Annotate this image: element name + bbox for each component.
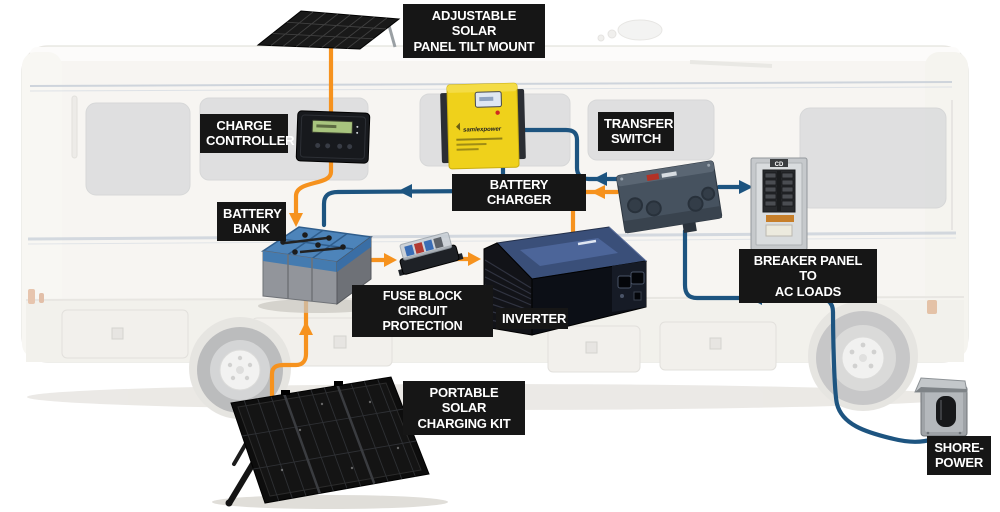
label-breaker-panel-to-ac-loads: BREAKER PANEL TO AC LOADS bbox=[739, 249, 877, 303]
arrow-into-fuseblock-icon bbox=[384, 253, 397, 267]
label-portable-solar-charging-kit: PORTABLE SOLAR CHARGING KIT bbox=[403, 381, 525, 435]
breaker-marking-text: CD bbox=[775, 162, 784, 168]
arrow-up-into-battery-icon bbox=[299, 321, 313, 335]
wire-controller-to-battery bbox=[293, 158, 334, 225]
label-battery-bank: BATTERY BANK bbox=[217, 202, 286, 241]
wire-shore-to-transferswitch bbox=[682, 228, 947, 444]
arrow-into-inverter-icon bbox=[468, 252, 481, 266]
label-battery-charger: BATTERY CHARGER bbox=[452, 174, 586, 211]
fuse-block-device bbox=[398, 231, 464, 276]
wire-portable-to-battery bbox=[269, 294, 309, 400]
label-inverter: INVERTER bbox=[496, 308, 568, 330]
rv-background bbox=[21, 19, 969, 419]
charger-brand-text: samlexpower bbox=[463, 127, 502, 134]
battery-charger-device: samlexpower bbox=[440, 82, 526, 170]
wire-dc-arrows bbox=[289, 185, 605, 335]
arrow-toward-charger-icon bbox=[593, 172, 607, 186]
rv-front-wheel bbox=[189, 317, 291, 419]
transfer-switch-device bbox=[616, 160, 723, 234]
shore-power-outlet-device bbox=[914, 377, 968, 437]
inverter-device bbox=[483, 226, 648, 336]
label-fuse-block-circuit-protection: FUSE BLOCK CIRCUIT PROTECTION bbox=[352, 285, 493, 338]
arrow-into-battery-icon bbox=[289, 213, 303, 227]
label-adjustable-solar-panel-tilt-mount: ADJUSTABLE SOLAR PANEL TILT MOUNT bbox=[403, 4, 545, 58]
battery-bank-device bbox=[258, 226, 378, 313]
arrow-toward-batterybank-icon bbox=[398, 184, 412, 198]
label-shore-power: SHORE- POWER bbox=[927, 436, 991, 475]
rooftop-solar-panel bbox=[256, 10, 401, 50]
charge-controller-device bbox=[295, 110, 371, 164]
arrow-toward-inverter-icon bbox=[591, 185, 605, 199]
arrow-into-breaker-icon bbox=[739, 180, 753, 194]
label-transfer-switch: TRANSFER SWITCH bbox=[598, 112, 674, 151]
rv-rear-wheel bbox=[808, 301, 918, 411]
label-charge-controller: CHARGE CONTROLLER bbox=[200, 114, 294, 153]
breaker-panel-device: CD bbox=[750, 157, 808, 251]
portable-solar-kit-device bbox=[212, 376, 448, 509]
